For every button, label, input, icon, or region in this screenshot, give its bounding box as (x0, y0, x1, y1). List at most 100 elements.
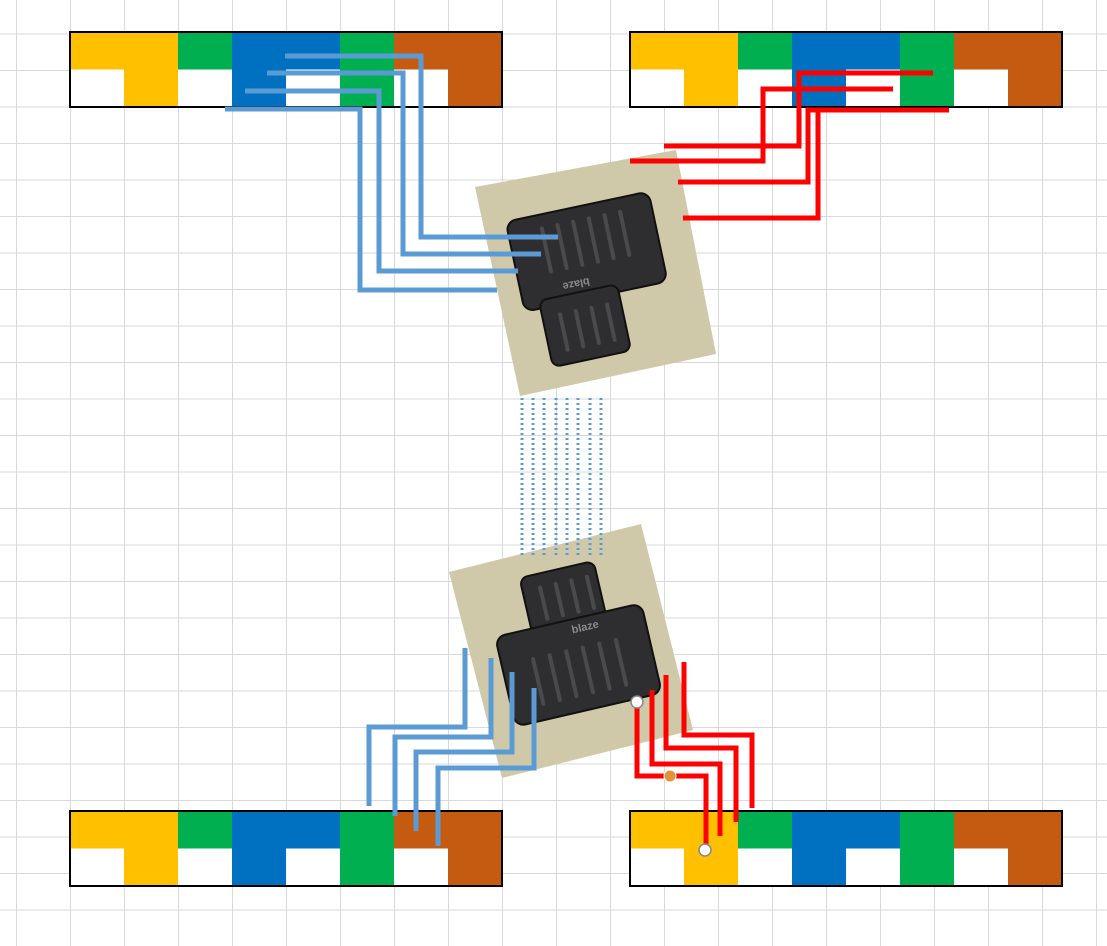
wire (413, 672, 515, 831)
adapter-rib (597, 641, 612, 691)
wire (285, 53, 558, 240)
upper-splitter-photo: blaze (475, 150, 716, 396)
pin-bottom-1 (630, 848, 684, 886)
pin-bottom-3 (178, 69, 232, 107)
pin-top-1 (70, 32, 124, 70)
adapter-rib (573, 309, 586, 349)
pin-bottom-2 (684, 848, 738, 886)
adapter-main-block (496, 604, 661, 726)
pin-top-7 (954, 811, 1008, 849)
pin-bottom-6 (900, 69, 954, 107)
wire (392, 658, 494, 816)
lower-splitter-photo: blaze (449, 524, 693, 778)
pin-bottom-5 (286, 69, 340, 107)
pin-top-5 (286, 32, 340, 70)
pin-bottom-6 (340, 69, 394, 107)
pin-top-8 (1008, 811, 1062, 849)
pin-top-4 (232, 811, 286, 849)
pin-top-8 (448, 32, 502, 70)
red-wires-top (630, 70, 949, 221)
adapter-rib (613, 637, 629, 687)
pin-bottom-5 (846, 848, 900, 886)
pin-top-6 (900, 811, 954, 849)
pin-top-2 (124, 32, 178, 70)
adapter-rib (558, 312, 570, 352)
adapter-rib (553, 581, 565, 618)
adapter-rib (547, 653, 562, 702)
pin-top-8 (1008, 32, 1062, 70)
adapter-rib (531, 656, 546, 706)
wire (683, 107, 949, 221)
adapter-body: blaze (496, 561, 661, 726)
wire (245, 88, 518, 274)
adapter-ribs (531, 574, 629, 706)
wire (649, 690, 723, 836)
pin-top-8 (448, 811, 502, 849)
adapter-rib (605, 302, 617, 342)
pin-top-4 (792, 811, 846, 849)
brand-label: blaze (561, 275, 590, 292)
adapter-rib (569, 578, 581, 614)
adapter-rib (602, 213, 616, 261)
pin-top-2 (684, 32, 738, 70)
connector-outline (629, 31, 1063, 108)
selection-handle[interactable] (698, 843, 712, 857)
selection-handle[interactable] (630, 695, 644, 709)
pin-bottom-4 (232, 69, 286, 107)
pin-bottom-5 (286, 848, 340, 886)
blue-wires-top (225, 53, 558, 293)
adapter-rib (586, 216, 600, 264)
pin-top-5 (846, 811, 900, 849)
connector-outline (629, 810, 1063, 887)
pin-top-2 (124, 811, 178, 849)
pin-top-6 (900, 32, 954, 70)
blue-wires-bottom (366, 648, 537, 846)
pin-bottom-8 (448, 848, 502, 886)
pin-bottom-2 (124, 69, 178, 107)
pin-bottom-1 (70, 69, 124, 107)
pin-bottom-8 (1008, 848, 1062, 886)
pin-top-6 (340, 811, 394, 849)
adapter-rib (580, 645, 596, 695)
pin-top-7 (954, 32, 1008, 70)
pin-bottom-2 (684, 69, 738, 107)
pin-top-1 (630, 32, 684, 70)
wire (366, 648, 468, 806)
connector-outline (69, 810, 503, 887)
pin-bottom-6 (340, 848, 394, 886)
connector-strips (69, 31, 1063, 887)
wire (435, 688, 537, 846)
pin-bottom-7 (394, 848, 448, 886)
pin-top-5 (286, 811, 340, 849)
wire (267, 70, 541, 257)
adjust-handle[interactable] (663, 769, 677, 783)
pin-top-3 (738, 32, 792, 70)
pin-top-3 (178, 811, 232, 849)
wire (663, 675, 739, 822)
pin-top-3 (178, 32, 232, 70)
pin-top-5 (846, 32, 900, 70)
pin-bottom-1 (70, 848, 124, 886)
adapter-rib (584, 574, 597, 610)
pin-top-4 (792, 32, 846, 70)
dotted-link-wires (520, 398, 603, 558)
pin-bottom-8 (448, 69, 502, 107)
pin-bottom-1 (630, 69, 684, 107)
wire (681, 662, 755, 808)
pin-top-1 (70, 811, 124, 849)
pin-bottom-4 (792, 848, 846, 886)
adapter-rib (589, 305, 601, 346)
pin-bottom-4 (232, 848, 286, 886)
pin-bottom-2 (124, 848, 178, 886)
pin-top-6 (340, 32, 394, 70)
pin-bottom-3 (178, 848, 232, 886)
pin-top-1 (630, 811, 684, 849)
wire (664, 70, 933, 149)
pin-bottom-7 (954, 69, 1008, 107)
pin-top-4 (232, 32, 286, 70)
wire (630, 86, 893, 164)
adapter-rib (571, 219, 585, 267)
adapter-body: blaze (506, 192, 667, 367)
pin-bottom-8 (1008, 69, 1062, 107)
